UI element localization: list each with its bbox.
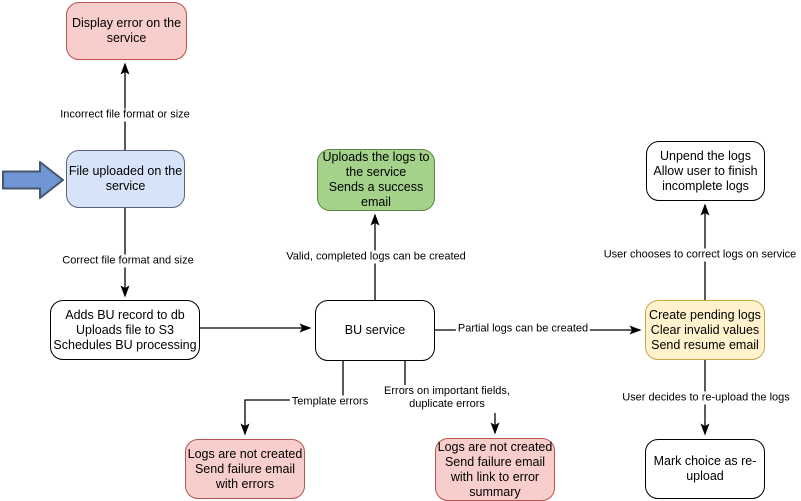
edge-label-incorrect-file-format: Incorrect file format or size (58, 108, 192, 122)
node-adds-bu-record: Adds BU record to db Uploads file to S3 … (50, 300, 200, 360)
edge-label-user-corrects-on-service: User chooses to correct logs on service (601, 248, 799, 262)
node-file-uploaded: File uploaded on the service (66, 150, 185, 208)
node-bu-service: BU service (315, 300, 435, 361)
edge-label-partial-logs: Partial logs can be created (455, 322, 591, 336)
node-create-pending-logs: Create pending logs Clear invalid values… (645, 300, 765, 360)
edge-label-correct-file-format: Correct file format and size (60, 254, 196, 268)
node-unpend-logs: Unpend the logs Allow user to finish inc… (646, 141, 765, 201)
node-logs-not-created-error-summary: Logs are not created Send failure email … (435, 438, 555, 501)
edge-label-valid-completed-logs: Valid, completed logs can be created (284, 250, 468, 264)
node-mark-choice-reupload: Mark choice as re- upload (645, 439, 765, 499)
node-uploads-logs-success: Uploads the logs to the service Sends a … (317, 149, 435, 211)
edge-label-template-errors: Template errors (289, 395, 371, 409)
edge-label-important-fields-errors: Errors on important fields, duplicate er… (382, 385, 512, 411)
edge-label-user-reuploads: User decides to re-upload the logs (620, 391, 792, 405)
node-display-error: Display error on the service (66, 2, 187, 60)
node-logs-not-created-failure-errors: Logs are not created Send failure email … (185, 439, 305, 499)
